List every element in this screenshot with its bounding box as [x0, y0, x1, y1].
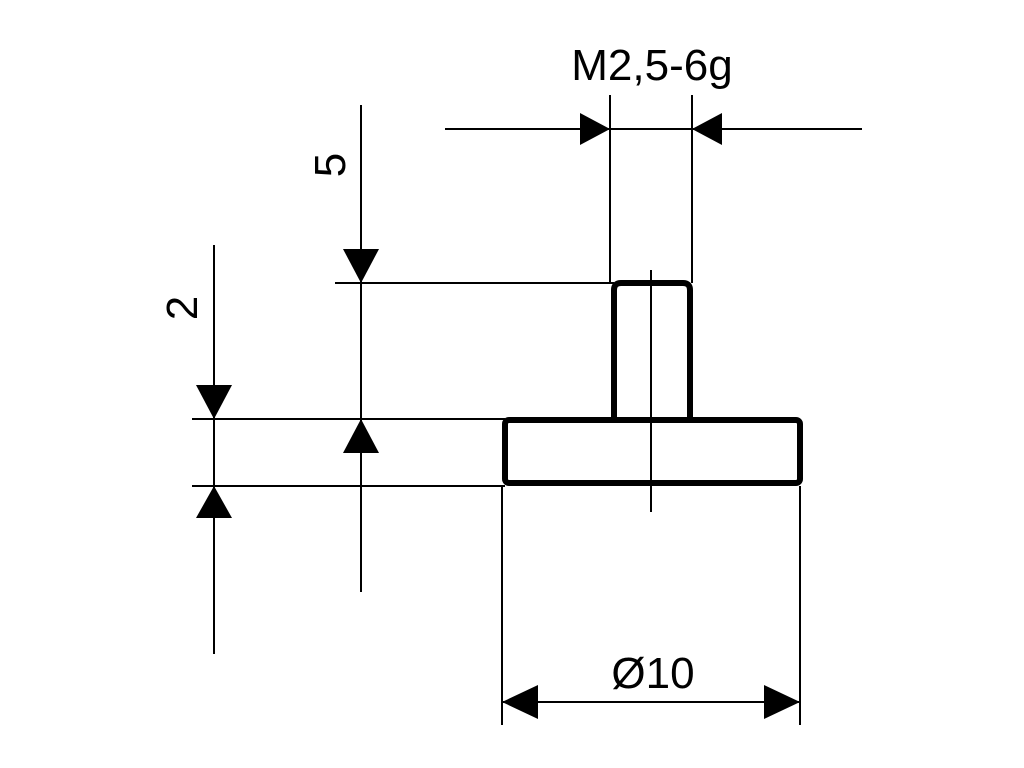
- base-height-dimension: 2: [158, 245, 505, 654]
- diameter-arrow-left: [502, 685, 538, 719]
- diameter-arrow-right: [764, 685, 800, 719]
- base-height-label: 2: [158, 296, 207, 320]
- thread-label: M2,5-6g: [571, 41, 732, 90]
- part-outline: [502, 270, 803, 512]
- total-height-label: 5: [306, 153, 355, 177]
- total-height-arrow-bottom: [343, 419, 379, 453]
- total-height-dimension: 5: [306, 105, 614, 592]
- diameter-label: Ø10: [611, 649, 694, 698]
- thread-dimension: M2,5-6g: [445, 41, 862, 283]
- diameter-dimension: Ø10: [501, 486, 801, 725]
- thread-arrow-right: [692, 113, 722, 145]
- base-height-arrow-top: [196, 385, 232, 419]
- thread-arrow-left: [580, 113, 610, 145]
- base-disc: [502, 417, 803, 486]
- total-height-arrow-top: [343, 249, 379, 283]
- base-height-arrow-bottom: [196, 486, 232, 518]
